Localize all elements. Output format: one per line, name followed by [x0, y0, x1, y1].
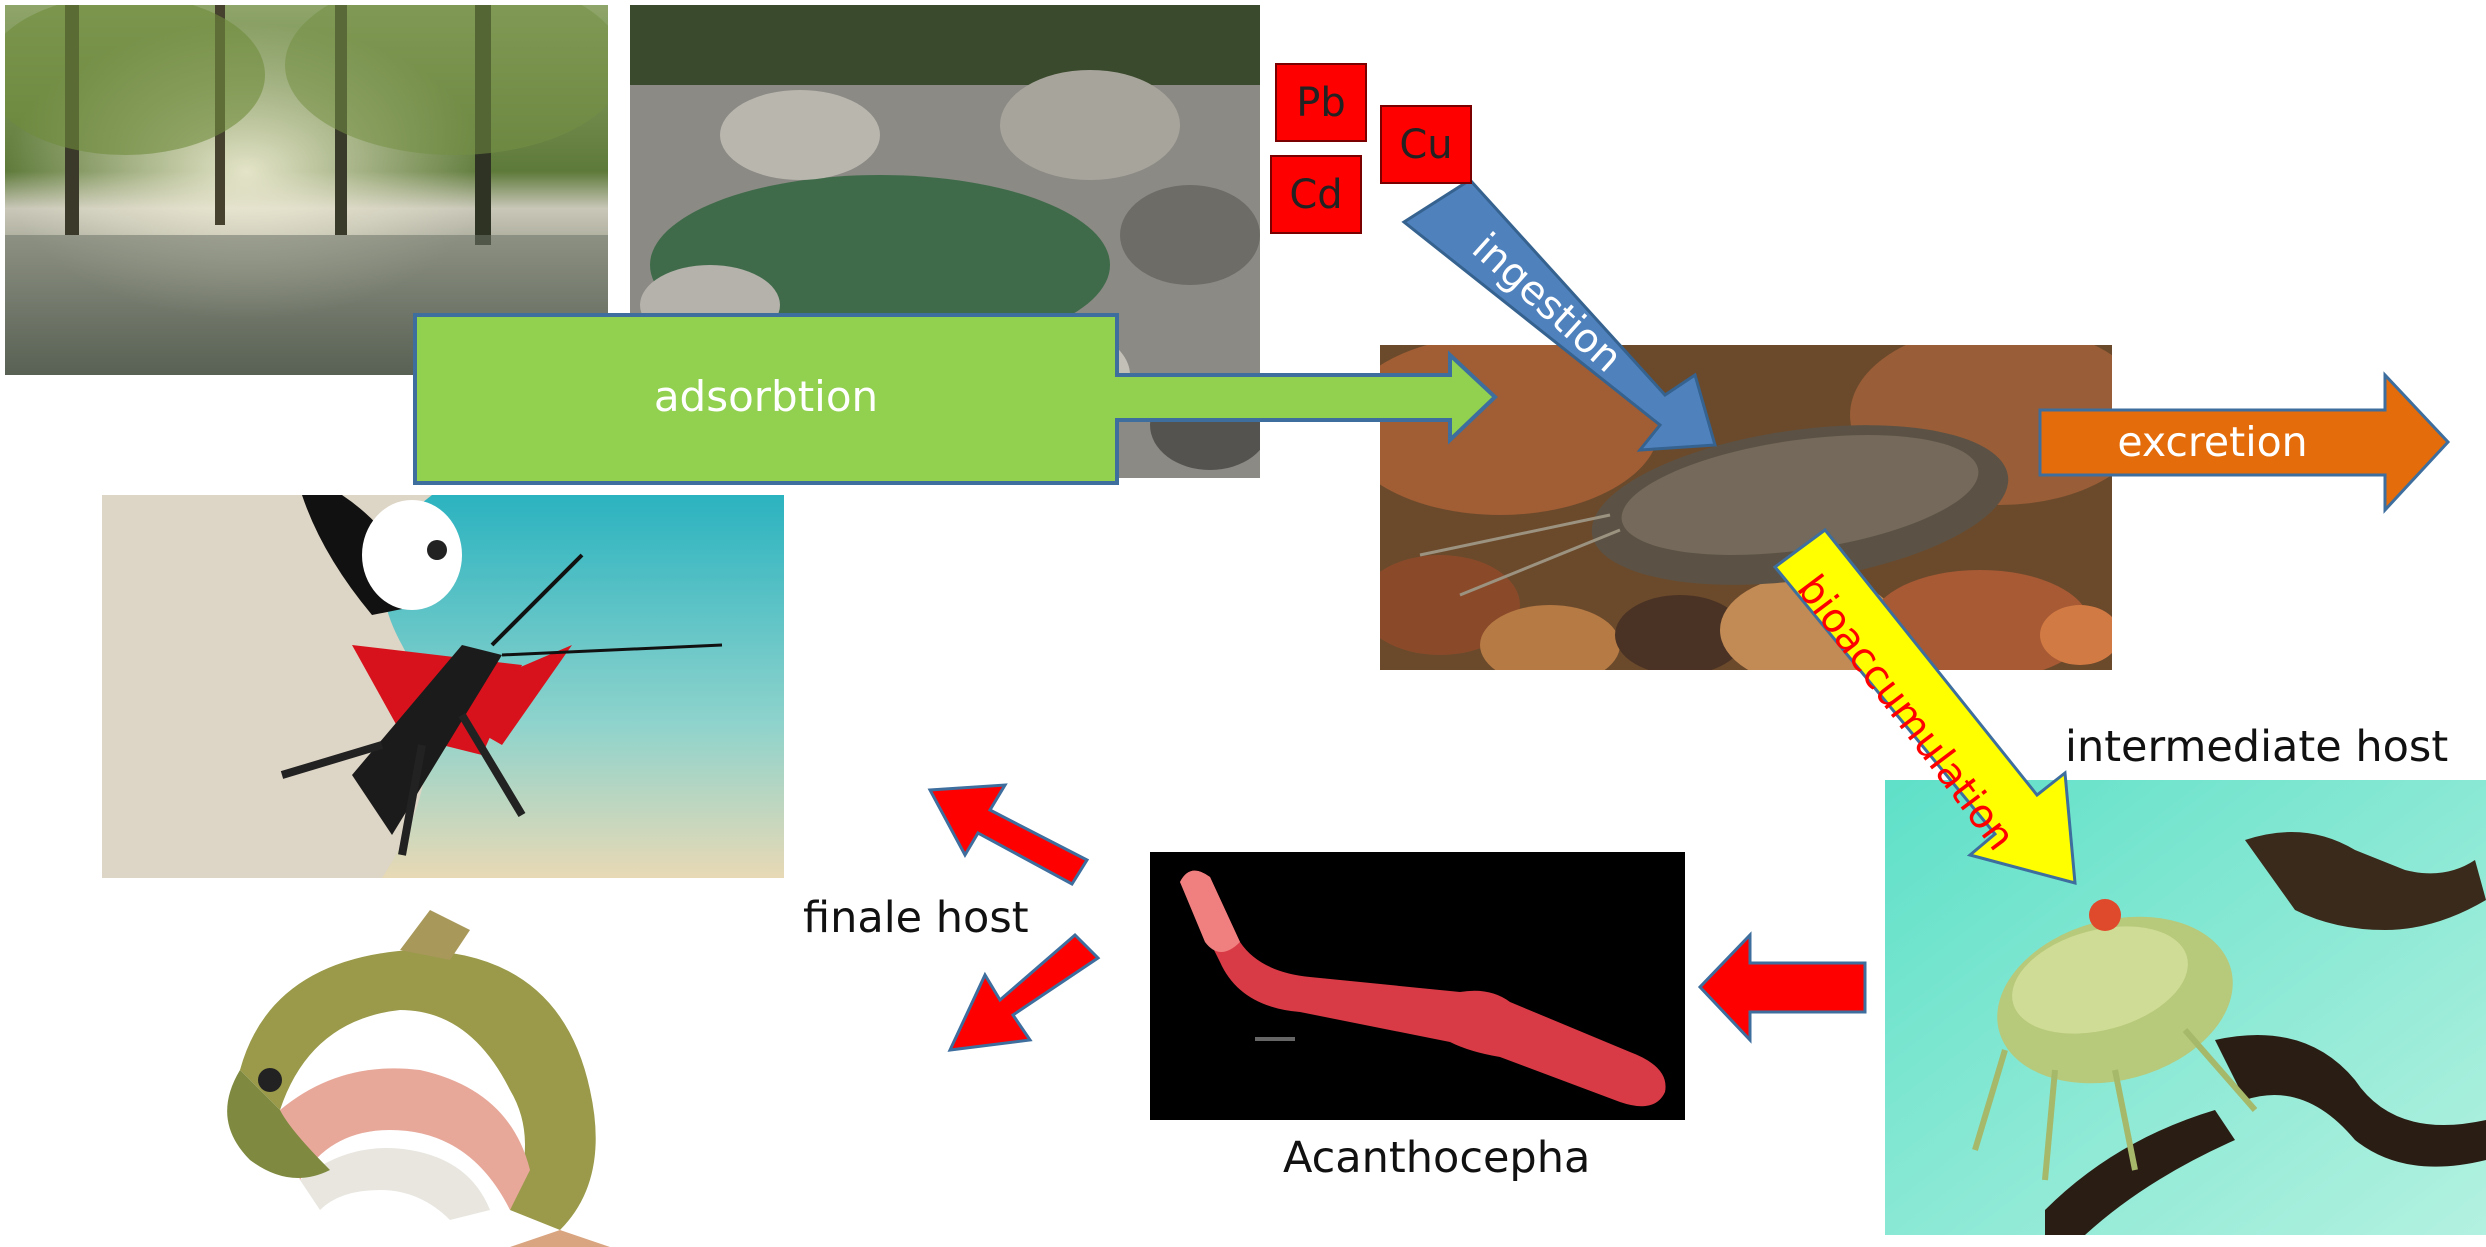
adsorbtion-label: adsorbtion: [415, 372, 1117, 421]
metal-cd-box: Cd: [1270, 155, 1362, 234]
red-arrow-to-fish: [950, 935, 1098, 1050]
intermediate-host-label: intermediate host: [2065, 722, 2448, 772]
finale-host-label: finale host: [803, 893, 1029, 943]
metal-cu-box: Cu: [1380, 105, 1472, 184]
metal-pb-box: Pb: [1275, 63, 1367, 142]
red-arrow-to-parasite: [1700, 935, 1865, 1040]
excretion-label: excretion: [2040, 418, 2385, 466]
red-arrow-to-bird: [930, 785, 1087, 884]
acanthocephala-label: Acanthocepha: [1283, 1133, 1590, 1183]
